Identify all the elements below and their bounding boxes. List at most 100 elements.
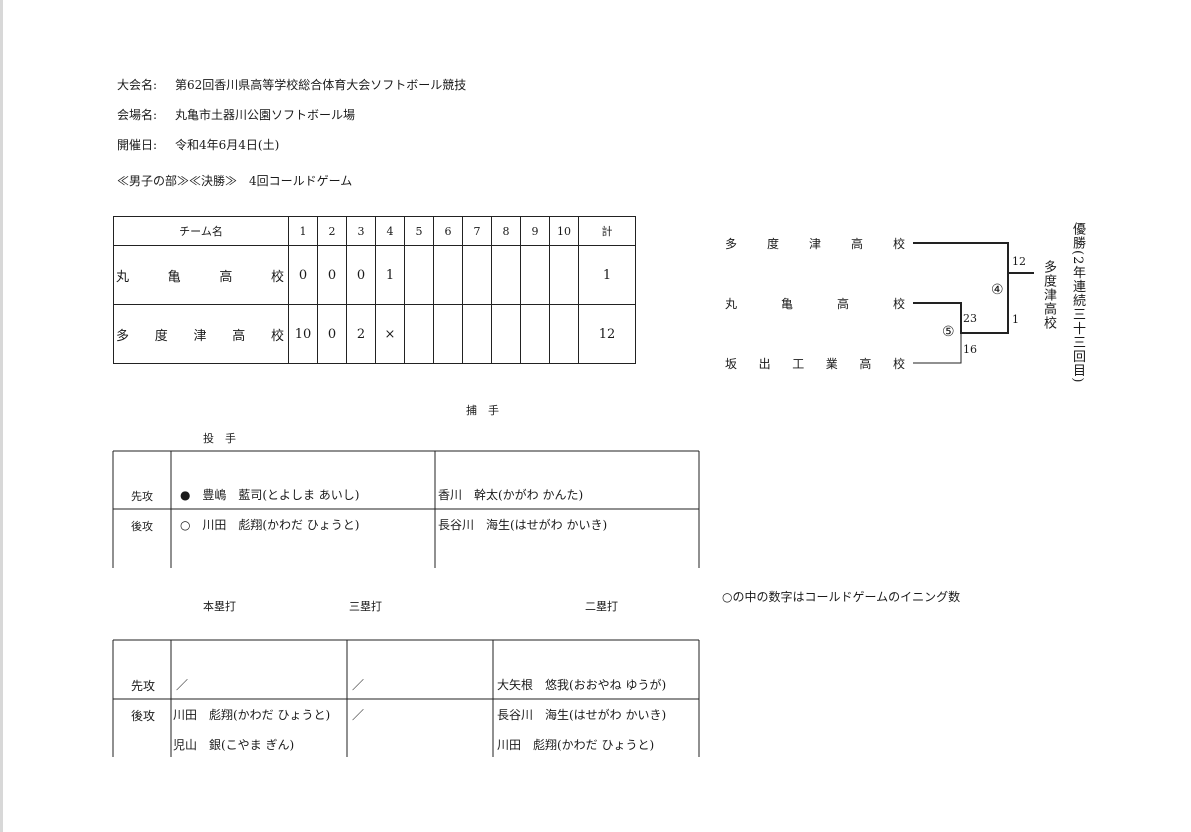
tournament-value: 第62回香川県高等学校総合体育大会ソフトボール競技 [175,78,467,92]
second-double-2: 川田 彪翔(かわだ ひょうと) [497,738,655,752]
hits-side-second: 後攻 [131,709,156,723]
score-row-tadotsu: 多 度 津 高 校 10 0 2 × 12 [113,304,636,364]
score-cell [520,304,550,364]
team-char: 校 [270,328,284,344]
bracket-char: 亀 [780,297,793,311]
date-label: 開催日: [117,138,158,152]
bracket-char: 工 [792,357,805,371]
team-name: 丸 亀 高 校 [116,266,288,285]
pitcher-name: 豊嶋 藍司(とよしま あいし) [202,488,360,502]
bracket-team-marugame: 丸 亀 高 校 [725,295,905,312]
second-triple: ／ [352,708,365,722]
total-header: 計 [578,216,636,246]
pitcher-header: 投 手 [203,432,236,445]
score-cell: 2 [346,304,376,364]
bracket-char: 業 [825,357,838,371]
team-char: 亀 [167,269,181,285]
first-triple: ／ [352,678,365,692]
second-hr-2: 児山 銀(こやま ぎん) [173,738,295,752]
venue-label: 会場名: [117,108,158,122]
cold-game-note: ○の中の数字はコールドゲームのイニング数 [722,590,961,604]
final-inning-badge: ④ [991,282,1004,298]
bracket-char: 校 [892,297,905,311]
inning-header: 5 [404,216,434,246]
bracket-char: 坂 [725,357,738,371]
bracket-char: 丸 [725,297,738,311]
bracket-lines [913,242,1034,364]
battery-row-first: ● 豊嶋 藍司(とよしま あいし) [180,486,360,503]
winner-name: 多度津高校 [1041,260,1056,330]
tournament-label: 大会名: [117,78,158,92]
bracket-char: 度 [766,237,779,251]
venue-line: 会場名: 丸亀市土器川公園ソフトボール場 [117,106,355,123]
bracket-char: 高 [859,357,872,371]
team-char: 校 [270,269,284,285]
semi-inning-badge: ⑤ [942,324,955,340]
score-cell: 10 [288,304,318,364]
bracket-char: 高 [850,237,863,251]
score-cell: 0 [288,245,318,305]
team-cell: 丸 亀 高 校 [113,245,289,305]
score-header-row: チーム名 1 2 3 4 5 6 7 8 9 10 計 [113,216,636,246]
team-char: 高 [232,328,246,344]
inning-header: 2 [317,216,347,246]
date-line: 開催日: 令和4年6月4日(土) [117,136,279,153]
catcher-name: 長谷川 海生(はせがわ かいき) [438,518,608,532]
bracket-char: 多 [725,237,738,251]
team-name: 多 度 津 高 校 [116,325,288,344]
champion-note: 優勝(2年連続三十三回目) [1070,222,1085,384]
score-cell: × [375,304,405,364]
hits-grid [112,639,700,757]
score-row-marugame: 丸 亀 高 校 0 0 0 1 1 [113,245,636,305]
division-title: ≪男子の部≫≪決勝≫ 4回コールドゲーム [117,174,353,188]
battery-side-first: 先攻 [131,490,153,503]
hits-side-first: 先攻 [131,679,156,693]
page-edge [0,0,3,832]
inning-header: 6 [433,216,463,246]
team-char: 丸 [116,269,130,285]
bracket-char: 出 [758,357,771,371]
score-table: チーム名 1 2 3 4 5 6 7 8 9 10 計 丸 亀 高 校 0 0 … [113,216,636,364]
score-cell [491,245,521,305]
score-cell [404,245,434,305]
team-char: 多 [116,328,130,344]
battery-side-second: 後攻 [131,520,153,533]
final-score-top: 12 [1012,255,1026,268]
first-hr: ／ [176,678,189,692]
bracket-team-tadotsu: 多 度 津 高 校 [725,235,905,252]
pitcher-name: 川田 彪翔(かわだ ひょうと) [202,518,360,532]
win-mark-icon: ○ [180,518,191,532]
catcher-name: 香川 幹太(かがわ かんた) [438,488,584,502]
bracket-tadotsu-line [913,242,1009,273]
semi-score-top: 23 [963,312,977,325]
catcher-header: 捕 手 [466,404,499,417]
inning-header: 8 [491,216,521,246]
inning-header: 1 [288,216,318,246]
score-cell: 0 [317,304,347,364]
total-cell: 1 [578,245,636,305]
tournament-line: 大会名: 第62回香川県高等学校総合体育大会ソフトボール競技 [117,76,466,93]
hr-header: 本塁打 [203,600,236,613]
score-cell: 0 [317,245,347,305]
bracket-char: 校 [892,357,905,371]
triple-header: 三塁打 [349,600,382,613]
battery-row-second: ○ 川田 彪翔(かわだ ひょうと) [180,516,360,533]
venue-value: 丸亀市土器川公園ソフトボール場 [175,108,356,122]
bracket-char: 津 [808,237,821,251]
bracket-char: 校 [892,237,905,251]
second-double-1: 長谷川 海生(はせがわ かいき) [497,708,667,722]
date-value: 令和4年6月4日(土) [175,138,280,152]
second-hr-1: 川田 彪翔(かわだ ひょうと) [173,708,331,722]
bracket-team-sakaide: 坂 出 工 業 高 校 [725,355,905,372]
score-cell [433,245,463,305]
bracket-sakaide-line [913,333,962,364]
first-double: 大矢根 悠我(おおやね ゆうが) [497,678,667,692]
score-cell [491,304,521,364]
team-char: 度 [154,328,168,344]
battery-grid [112,450,700,568]
double-header: 二塁打 [585,600,618,613]
semi-score-bottom: 16 [963,343,977,356]
total-cell: 12 [578,304,636,364]
team-char: 津 [193,328,207,344]
